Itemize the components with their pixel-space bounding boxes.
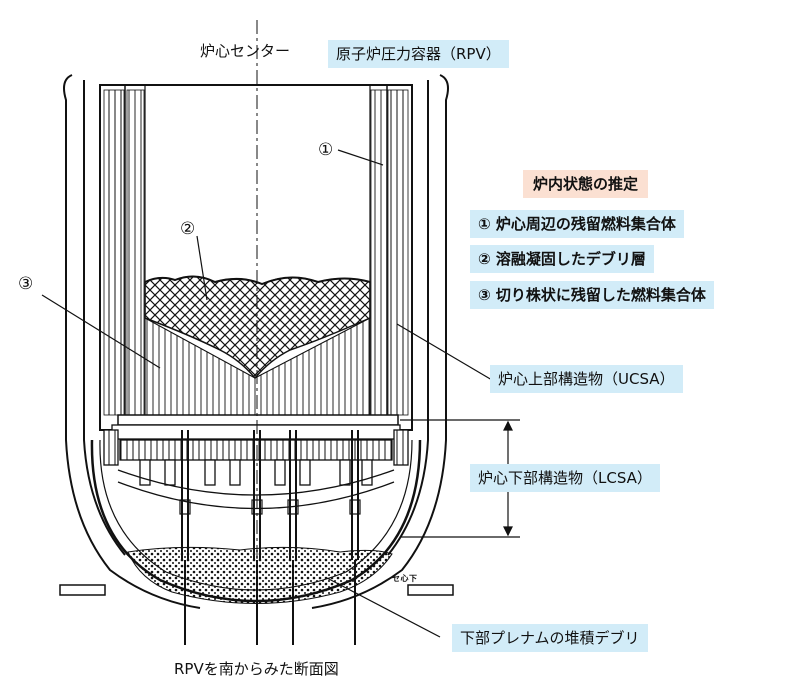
leader-lines — [41, 149, 493, 638]
marker-3: ③ — [18, 274, 34, 294]
legend-item-3: ③ 切り株状に残留した燃料集合体 — [470, 281, 714, 309]
marker-1: ① — [318, 140, 334, 160]
core-center-label: 炉心センター — [200, 42, 291, 60]
marker-2: ② — [180, 219, 196, 239]
peripheral-fuel-left — [103, 89, 145, 416]
core-plate — [117, 414, 399, 426]
caption: RPVを南からみた断面図 — [174, 660, 339, 678]
stump-fuel-region — [144, 317, 371, 416]
estimate-title: 炉内状態の推定 — [523, 170, 649, 198]
legend-item-2: ② 溶融凝固したデブリ層 — [470, 245, 654, 273]
stamp-mark: セ心下 — [392, 574, 418, 583]
lower-plenum-label: 下部プレナムの堆積デブリ — [452, 624, 648, 652]
ucsa-label: 炉心上部構造物（UCSA） — [490, 365, 683, 393]
lcsa-label: 炉心下部構造物（LCSA） — [470, 464, 660, 492]
rpv-label: 原子炉圧力容器（RPV） — [328, 40, 509, 68]
lower-plenum-debris — [127, 546, 393, 604]
legend-item-1: ① 炉心周辺の残留燃料集合体 — [470, 210, 684, 238]
peripheral-fuel-right — [370, 89, 409, 416]
lower-core-support — [103, 424, 409, 510]
